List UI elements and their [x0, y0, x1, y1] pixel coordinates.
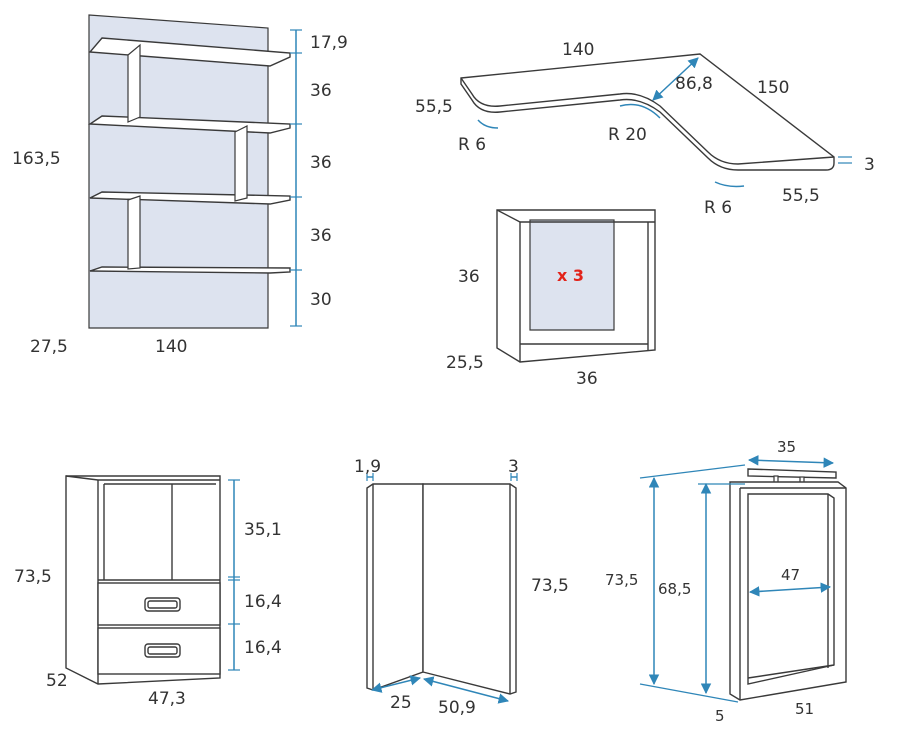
corner-panel-depth-dim-line — [370, 675, 422, 693]
desk-inner-dim-line — [652, 57, 699, 101]
corner-panel-height-label: 73,5 — [531, 576, 569, 596]
drawer-unit-depth-label: 52 — [46, 671, 68, 691]
cube-box: 36 25,5 36 x 3 — [446, 209, 656, 389]
desk-right-radius-label: R 6 — [704, 198, 732, 218]
shelf-upright-1 — [127, 43, 141, 123]
frame-leg-top-plate — [747, 468, 837, 479]
desk-side-label: 150 — [757, 78, 789, 98]
shelf-width-label: 140 — [155, 337, 187, 357]
shelf-upright-3 — [234, 125, 248, 202]
cube-depth-label: 25,5 — [446, 353, 484, 373]
shelf-board-2 — [87, 115, 291, 134]
shelf-spacing-3: 36 — [310, 153, 332, 173]
frame-leg-foot-label: 5 — [715, 707, 725, 725]
corner-panel-right — [422, 483, 517, 695]
frame-leg-depth-label: 51 — [795, 700, 814, 718]
drawer-1-handle-icon — [144, 597, 181, 612]
desk-left-radius-arc — [477, 119, 499, 129]
desk-inner-label: 86,8 — [675, 74, 713, 94]
desk-width-label: 140 — [562, 40, 594, 60]
desk-top-surface — [460, 53, 835, 171]
shelf-unit: 17,9 36 36 36 30 163,5 27,5 140 — [12, 14, 348, 357]
desk-right-depth-label: 55,5 — [782, 186, 820, 206]
frame-leg-top-width-label: 35 — [777, 438, 796, 456]
drawer-open-height-label: 35,1 — [244, 520, 282, 540]
shelf-upright-2 — [127, 195, 141, 270]
cube-width-label: 36 — [576, 369, 598, 389]
drawer-2-handle-icon — [144, 643, 181, 658]
drawer-unit-width-label: 47,3 — [148, 689, 186, 709]
desk-thickness-label: 3 — [864, 155, 875, 175]
frame-leg-inner-width-dim-line — [748, 582, 832, 597]
shelf-spacing-5: 30 — [310, 290, 332, 310]
cube-back-panel — [529, 219, 615, 331]
desk-inner-radius-label: R 20 — [608, 125, 647, 145]
desk-inner-radius-arc — [619, 103, 661, 119]
corner-desk: 140 150 86,8 55,5 R 6 R 20 R 6 55,5 3 — [415, 40, 875, 218]
desk-top-edge — [460, 77, 835, 165]
desk-left-radius-label: R 6 — [458, 135, 486, 155]
drawer-1 — [97, 582, 221, 626]
frame-leg-top-width-dim-line — [747, 455, 835, 468]
cube-height-label: 36 — [458, 267, 480, 287]
frame-leg-inner-width-label: 47 — [781, 566, 800, 584]
corner-panel-width-label: 50,9 — [438, 698, 476, 718]
drawer-unit-height-label: 73,5 — [14, 567, 52, 587]
drawer-unit: 35,1 16,4 16,4 73,5 52 47,3 — [14, 475, 282, 709]
drawer-1-height-label: 16,4 — [244, 592, 282, 612]
shelf-spacing-2: 36 — [310, 81, 332, 101]
desk-left-depth-label: 55,5 — [415, 97, 453, 117]
corner-panel: 1,9 3 73,5 25 50,9 — [354, 457, 569, 718]
frame-leg-outer-height-label: 73,5 — [605, 571, 638, 589]
shelf-spacing-4: 36 — [310, 226, 332, 246]
shelf-depth-label: 27,5 — [30, 337, 68, 357]
corner-panel-left-thickness: 1,9 — [354, 457, 381, 477]
corner-panel-left — [366, 483, 424, 691]
frame-leg-inner-height-label: 68,5 — [658, 580, 691, 598]
drawer-2 — [97, 627, 221, 675]
cube-quantity-label: x 3 — [557, 266, 584, 285]
frame-leg: 35 73,5 68,5 47 5 51 — [605, 438, 847, 725]
shelf-spacing-1: 17,9 — [310, 33, 348, 53]
drawer-2-height-label: 16,4 — [244, 638, 282, 658]
shelf-height-label: 163,5 — [12, 149, 61, 169]
corner-panel-width-dim-line — [422, 676, 510, 704]
desk-right-radius-arc — [714, 181, 745, 188]
corner-panel-depth-label: 25 — [390, 693, 412, 713]
corner-panel-right-thickness: 3 — [508, 457, 519, 477]
